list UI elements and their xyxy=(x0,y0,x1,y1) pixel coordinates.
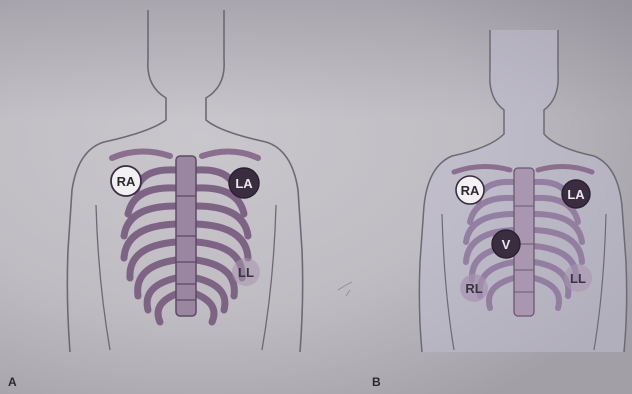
panel-b-electrode-ll: LL xyxy=(564,264,592,292)
electrode-label: RA xyxy=(461,183,480,198)
panel-a-electrode-la: LA xyxy=(229,168,259,198)
electrode-label: LA xyxy=(235,176,253,191)
panel-b-electrode-rl: RL xyxy=(460,274,488,302)
panel-b-label: B xyxy=(372,375,381,389)
electrode-label: LL xyxy=(238,265,254,280)
electrode-label: V xyxy=(502,237,511,252)
panel-a-label: A xyxy=(8,375,17,389)
electrode-label: LL xyxy=(570,271,586,286)
panel-b-electrode-ra: RA xyxy=(456,176,484,204)
electrode-label: LA xyxy=(567,187,585,202)
panel-a-electrode-ra: RA xyxy=(111,166,141,196)
panel-a-electrode-ll: LL xyxy=(232,258,260,286)
panel-b-electrode-la: LA xyxy=(562,180,590,208)
electrode-label: RA xyxy=(117,174,136,189)
panel-b-electrode-v: V xyxy=(492,230,520,258)
electrode-label: RL xyxy=(465,281,482,296)
